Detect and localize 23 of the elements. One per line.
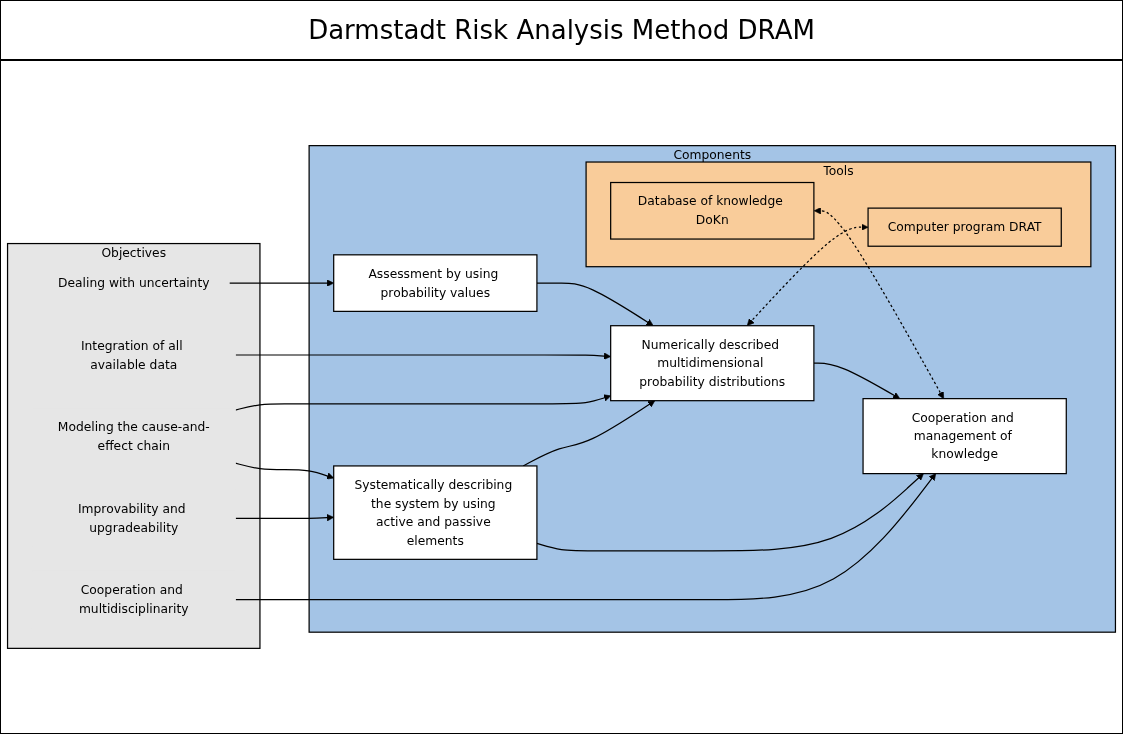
node-text: Dealing with uncertainty [58, 275, 210, 291]
node-text: Cooperation and multidisciplinarity [78, 582, 189, 616]
arrow [228, 279, 334, 287]
arrow [746, 223, 869, 326]
arrow [522, 400, 656, 467]
arrow [234, 462, 334, 480]
arrow [813, 362, 901, 399]
arrow [536, 473, 924, 552]
node-box: Cooperation and management of knowledge [862, 398, 1067, 475]
arrow [234, 352, 611, 360]
arrow [234, 514, 334, 522]
arrow [536, 282, 654, 327]
arrow [813, 207, 944, 399]
arrow [234, 473, 937, 601]
node-box: Assessment by using probability values [333, 254, 538, 312]
node-text: Integration of all available data [80, 338, 183, 372]
node-box: Computer program DRAT [867, 207, 1062, 247]
arrow [234, 394, 611, 411]
node-text: Improvability and upgradeability [77, 501, 186, 535]
node-text: Modeling the cause-and-effect chain [57, 419, 210, 453]
node-box: Numerically described multidimensional probability distributions [610, 325, 815, 402]
node-box: Systematically describing the system by using active and passive elements [333, 465, 538, 560]
node-box: Database of knowledge DoKn [610, 181, 815, 240]
